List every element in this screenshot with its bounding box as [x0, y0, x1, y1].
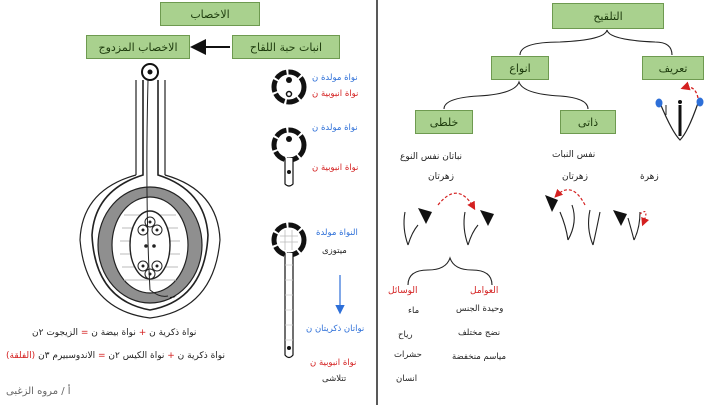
brace-types	[443, 80, 589, 110]
brace-title	[519, 29, 673, 56]
stage2-generative-label: نواة مولدة ن	[312, 123, 358, 133]
self-desc-two-flowers: زهرتان	[562, 172, 588, 182]
pollen-stage-3	[271, 222, 307, 359]
self-desc-one-flower: زهرة	[640, 172, 659, 182]
factors-heading: العوامل	[470, 286, 499, 296]
fertilization-title: الاخصاب	[160, 2, 260, 26]
brace-factors	[407, 256, 493, 286]
means-item-4: انسان	[396, 374, 418, 384]
pollen-germination-box: انبات حبة اللقاح	[232, 35, 340, 59]
eq1-male-nucleus: نواة ذكرية ن	[149, 328, 197, 338]
pollination-title: التلقيح	[552, 3, 664, 29]
eq1-equals: =	[80, 328, 89, 338]
stage4-male-nuclei-label: نواتان ذكريتان ن	[306, 324, 365, 334]
stage1-tube-label: نواة انبوبية ن	[312, 89, 359, 99]
pollen-stage-1	[271, 69, 307, 105]
ovule-diagram	[79, 63, 221, 319]
cross-flowers	[403, 192, 494, 246]
definition-box: تعريف	[642, 56, 704, 80]
equation-zygote: نواة ذكرية ن + نواة بيضة ن = الزيجوت ٢ن	[32, 328, 196, 338]
definition-flower	[655, 81, 704, 141]
self-pollination-box: ذاتى	[560, 110, 616, 134]
eq1-plus: +	[138, 328, 147, 338]
factor-item-1: وحيدة الجنس	[456, 304, 504, 314]
means-item-2: رياح	[398, 330, 413, 340]
means-item-3: حشرات	[394, 350, 422, 360]
pollen-stage-2	[271, 127, 307, 187]
eq1-zygote: الزيجوت ٢ن	[32, 328, 78, 338]
stage2-tube-label: نواة انبوبية ن	[312, 163, 359, 173]
double-fertilization-box: الاخصاب المزدوج	[86, 35, 190, 59]
means-heading: الوسائل	[388, 286, 418, 296]
equation-endosperm: نواة ذكرية ن + نواة الكيس ٢ن = الاندوسبي…	[6, 351, 225, 361]
cross-desc-flowers: زهرتان	[428, 172, 454, 182]
factor-item-3: مياسم منخفضة	[452, 352, 507, 362]
types-box: انواع	[491, 56, 549, 80]
author-credit: أ / مروه الزغبى	[6, 386, 71, 397]
eq2-equals: =	[97, 351, 106, 361]
means-item-1: ماء	[408, 306, 420, 316]
self-two-flowers	[545, 188, 601, 246]
eq2-male-nucleus: نواة ذكرية ن	[177, 351, 225, 361]
cross-pollination-box: خلطى	[415, 110, 473, 134]
stage1-generative-label: نواة مولدة ن	[312, 73, 358, 83]
eq2-plus: +	[167, 351, 175, 361]
self-one-flower	[613, 210, 650, 241]
stage4-degenerates-label: تتلاشى	[322, 374, 347, 384]
eq2-sac-nucleus: نواة الكيس ٢ن	[108, 351, 165, 361]
factor-item-2: نضج مختلف	[458, 328, 501, 338]
eq2-note: (الفلقة)	[6, 351, 36, 361]
stage3-mitosis-label: ميتوزى	[322, 246, 347, 256]
stage3-generative-label: النواة مولدة	[316, 228, 358, 238]
self-desc-plant: نفس النبات	[552, 150, 596, 160]
eq1-egg-nucleus: نواة بيضة ن	[91, 328, 136, 338]
cross-desc-plants: نباتان نفس النوع	[400, 152, 463, 162]
eq2-endosperm: الاندوسبيرم ٣ن	[38, 351, 96, 361]
stage4-tube-label: نواة انبوبية ن	[310, 358, 357, 368]
